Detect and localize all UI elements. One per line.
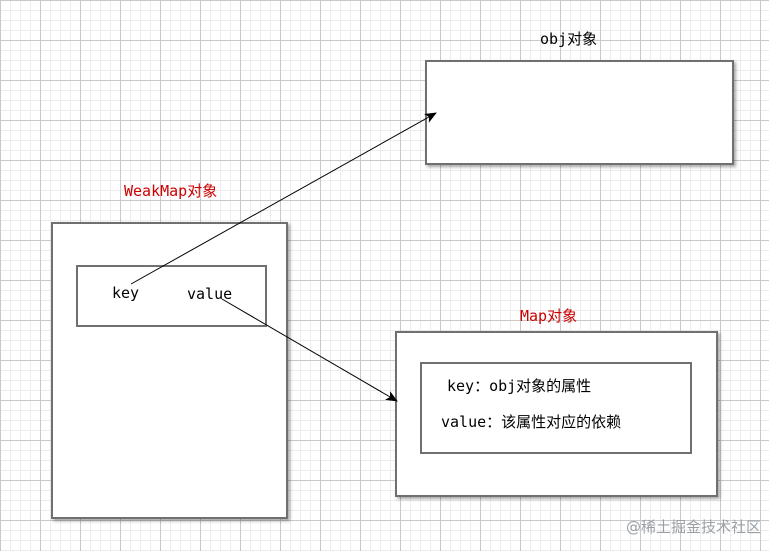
weakmap-entry-box (76, 265, 267, 327)
obj-object-title: obj对象 (540, 30, 598, 48)
map-entry-box (420, 362, 692, 454)
watermark-text: @稀土掘金技术社区 (625, 518, 761, 536)
map-value-line: value：该属性对应的依赖 (441, 413, 622, 431)
arrow-key-to-obj (130, 112, 437, 285)
weakmap-key-label: key (112, 284, 140, 302)
weakmap-object-title: WeakMap对象 (124, 182, 218, 200)
map-key-line: key：obj对象的属性 (447, 377, 592, 395)
map-object-title: Map对象 (520, 307, 578, 325)
weakmap-value-label: value (187, 285, 233, 303)
arrow-value-to-map (221, 298, 398, 402)
obj-object-box (425, 60, 734, 165)
